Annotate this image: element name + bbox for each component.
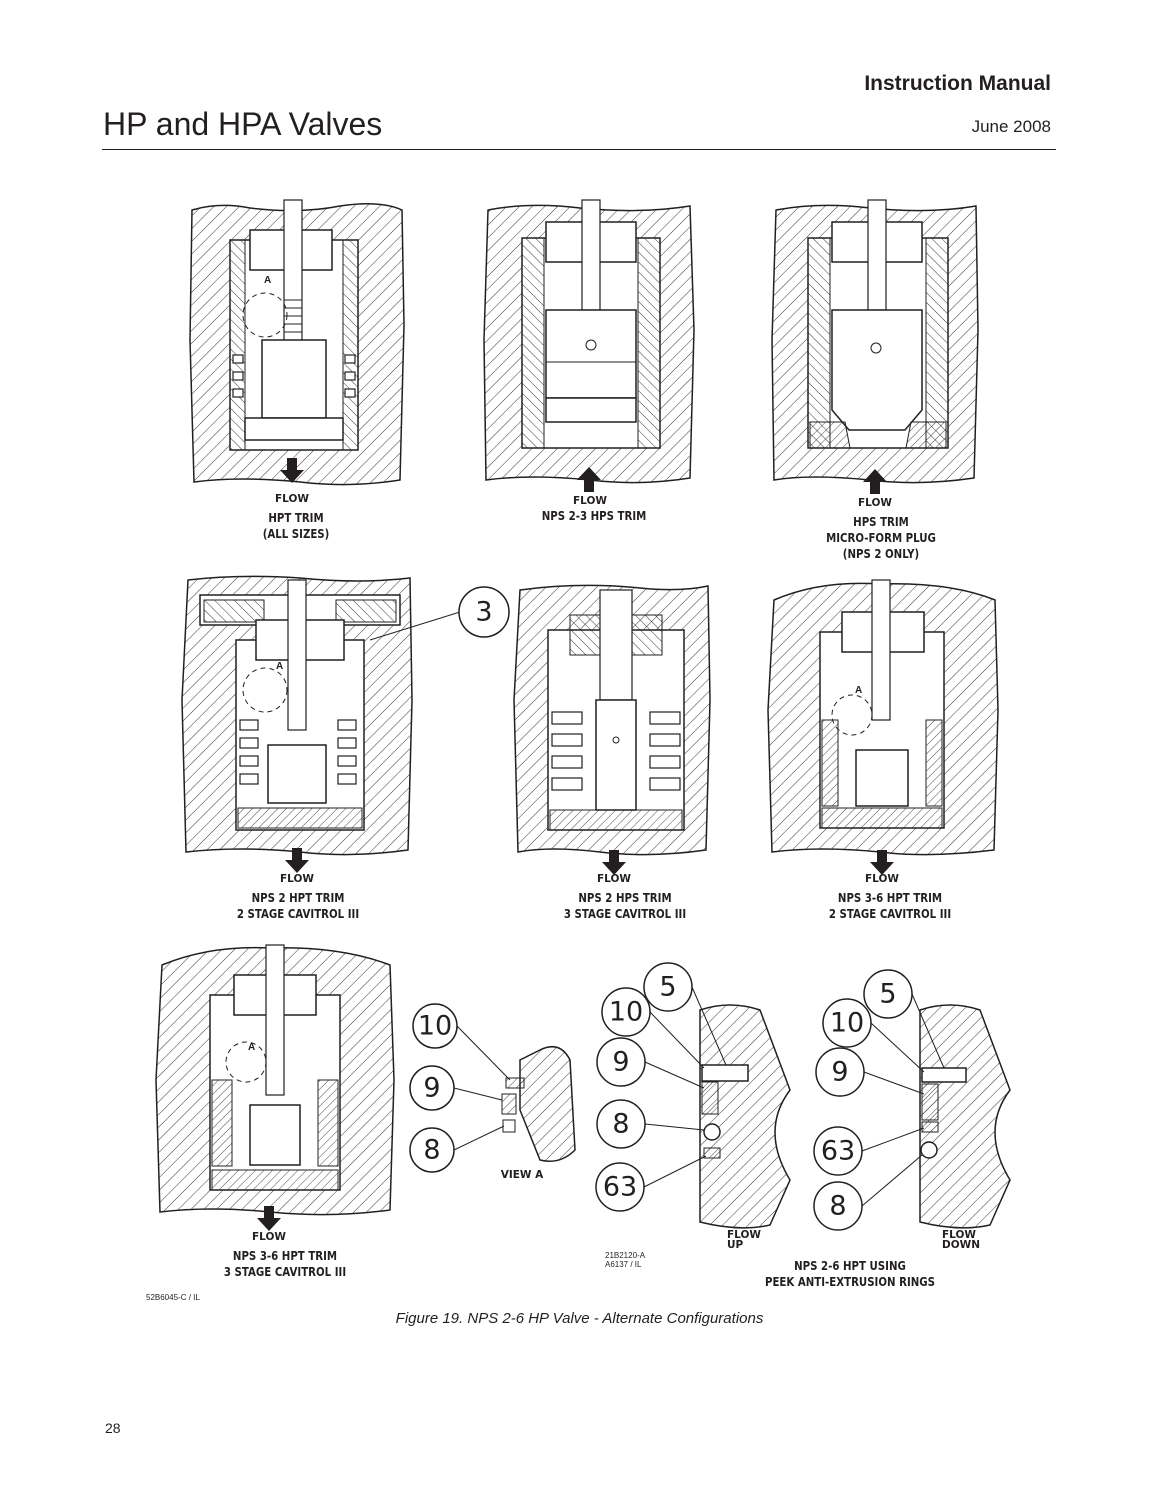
callout-number: 9: [423, 1072, 441, 1104]
panel-caption: NPS 2-3 HPS TRIM: [541, 509, 647, 523]
flow-label: FLOW: [597, 873, 631, 885]
document-date: June 2008: [971, 117, 1051, 136]
drawing-nps-2-3-hps-trim: [483, 199, 695, 492]
drawing-nps-2-hps-3-stage: [513, 584, 711, 875]
callout-number: 10: [608, 996, 644, 1028]
callout-number: 8: [829, 1190, 847, 1222]
flow-label: FLOW: [275, 493, 309, 505]
detail-letter: A: [264, 275, 272, 286]
flow-label: FLOW: [280, 873, 314, 885]
document-title: HP and HPA Valves: [103, 106, 383, 142]
panel-caption: HPT TRIM(ALL SIZES): [262, 511, 330, 541]
detail-letter: A: [248, 1042, 256, 1053]
header-divider: [102, 149, 1056, 150]
flow-label: FLOW: [865, 873, 899, 885]
callout-number: 63: [820, 1135, 856, 1167]
flow-label: FLOW: [858, 497, 892, 509]
callout-number: 5: [879, 978, 897, 1010]
drawing-nps-3-6-hpt-2-stage: [767, 579, 999, 875]
drawing-reference: 52B6045-C / IL: [146, 1293, 200, 1302]
figure-caption: Figure 19. NPS 2-6 HP Valve - Alternate …: [395, 1310, 764, 1327]
callout-number: 10: [829, 1007, 865, 1039]
flow-label: FLOW: [573, 495, 607, 507]
detail-letter: A: [855, 685, 863, 696]
detail-letter: A: [276, 661, 284, 672]
drawing-hpt-trim: [189, 199, 405, 486]
callout-number: 63: [602, 1171, 638, 1203]
callout-number: 3: [475, 596, 493, 628]
callout-number: 9: [831, 1056, 849, 1088]
flow-label: FLOW: [252, 1231, 286, 1243]
drawing-flow-up-detail: [595, 962, 791, 1229]
drawing-hps-micro-form-plug: [771, 199, 979, 494]
page-number: 28: [105, 1420, 121, 1436]
drawing-nps-3-6-hpt-3-stage: [155, 944, 395, 1231]
drawing-view-a-detail: [409, 1003, 576, 1173]
callout-number: 8: [423, 1134, 441, 1166]
manual-title: Instruction Manual: [864, 72, 1051, 95]
view-a-label: VIEW A: [500, 1169, 544, 1181]
callout-number: 5: [659, 971, 677, 1003]
callout-number: 10: [417, 1010, 453, 1042]
callout-number: 8: [612, 1108, 630, 1140]
callout-number: 9: [612, 1046, 630, 1078]
drawing-flow-down-detail: [813, 969, 1011, 1231]
drawing-nps-2-hpt-2-stage: [181, 575, 510, 873]
